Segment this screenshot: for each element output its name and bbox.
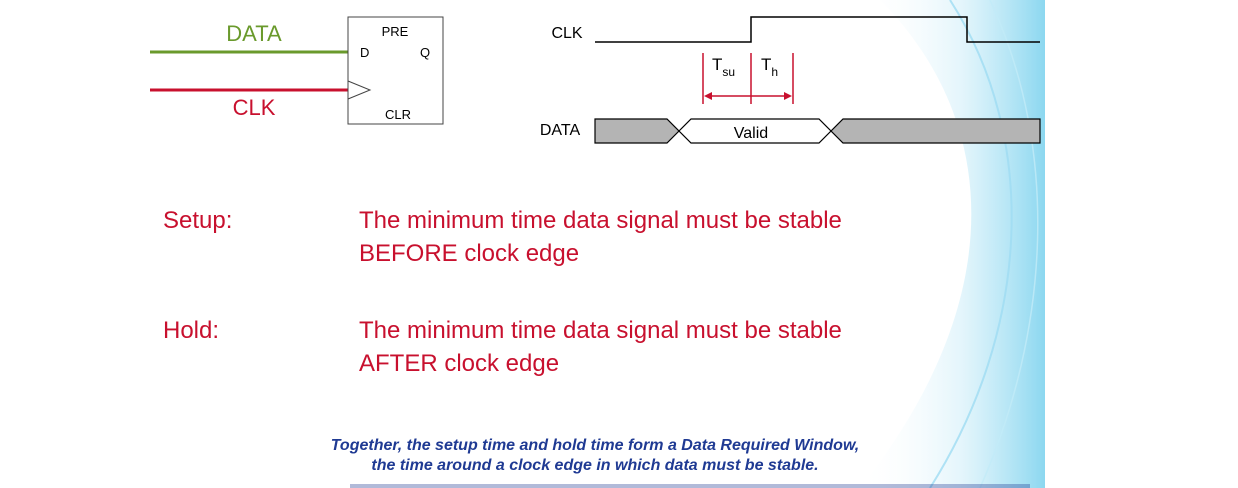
tsu-label: Tsu [712, 55, 735, 79]
data-waveform-label: DATA [540, 122, 581, 139]
footnote-line-1: Together, the setup time and hold time f… [330, 437, 860, 454]
cut-off-text-fragment [350, 484, 1030, 488]
flipflop-pin-d: D [360, 45, 369, 60]
data-wire-label: DATA [226, 21, 282, 46]
clk-wire-label: CLK [233, 95, 276, 120]
clk-waveform [595, 16, 1040, 43]
setup-term: Setup: [163, 207, 233, 234]
flipflop-pin-pre: PRE [382, 24, 409, 39]
footnote-line-2: the time around a clock edge in which da… [371, 457, 819, 474]
swirl-arc-inner [979, 0, 1039, 488]
flipflop-box [347, 16, 444, 125]
clk-waveform-label: CLK [551, 25, 582, 42]
valid-label: Valid [734, 125, 768, 142]
data-invalid-region-after [830, 118, 1041, 144]
flipflop-pin-q: Q [420, 45, 430, 60]
hold-term: Hold: [163, 317, 220, 344]
swirl-arc [929, 0, 1013, 488]
tsu-arrowhead [704, 92, 712, 100]
hold-definition: The minimum time data signal must be sta… [359, 317, 842, 377]
data-invalid-region-before [594, 118, 680, 144]
th-arrowhead [784, 92, 792, 100]
clock-input-triangle [347, 80, 372, 100]
th-label: Th [761, 55, 778, 79]
flipflop-pin-clr: CLR [385, 107, 411, 122]
setup-definition: The minimum time data signal must be sta… [359, 207, 842, 267]
